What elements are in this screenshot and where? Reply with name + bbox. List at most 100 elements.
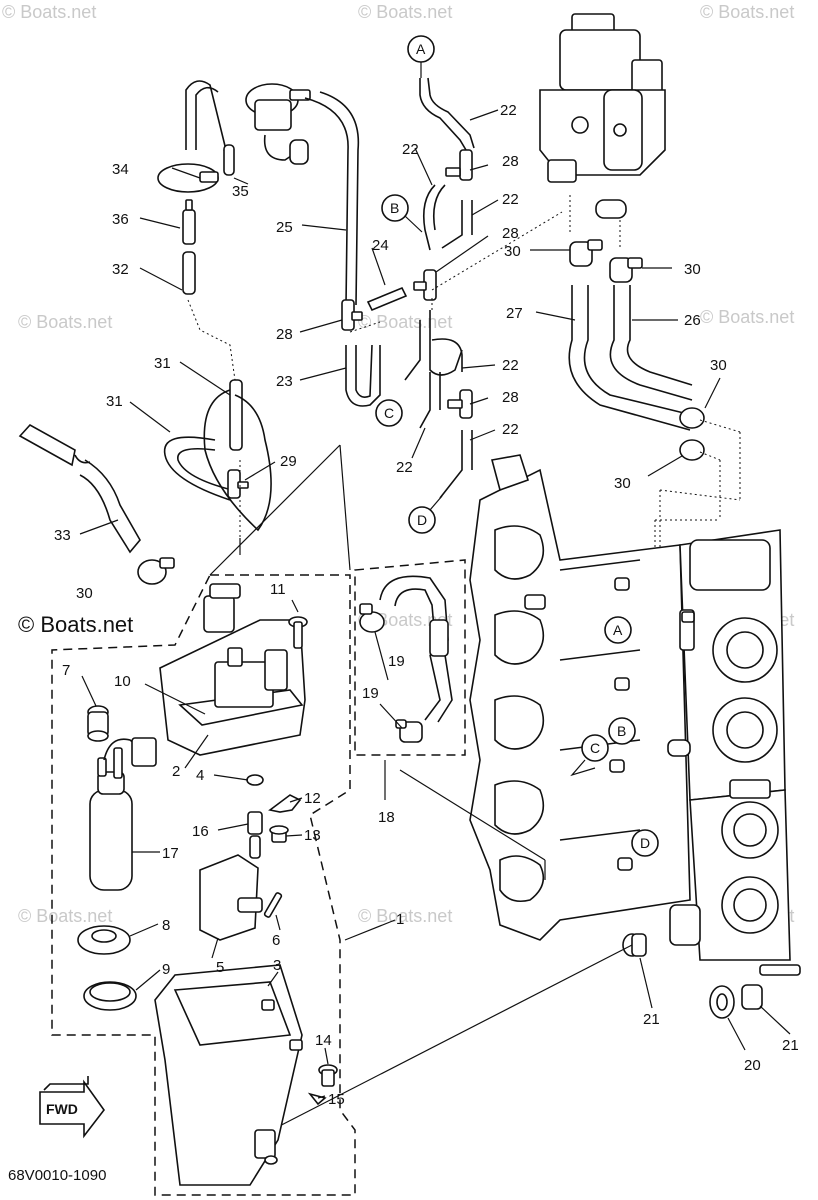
t-joint-28-left bbox=[341, 299, 363, 331]
callout-34: 34 bbox=[112, 161, 129, 178]
hose-26-27 bbox=[568, 285, 693, 431]
pin-6 bbox=[263, 892, 283, 918]
callout-32: 32 bbox=[112, 261, 129, 278]
watermark: © Boats.net bbox=[700, 2, 794, 22]
oring-15 bbox=[307, 1092, 327, 1106]
connector-d: D bbox=[640, 835, 650, 851]
t-joint-28-center bbox=[413, 269, 437, 301]
callout-17: 17 bbox=[162, 845, 179, 862]
callout-22: 22 bbox=[502, 191, 519, 208]
dashed-box-18 bbox=[354, 559, 466, 756]
hose-33 bbox=[18, 423, 141, 554]
seal-8 bbox=[77, 925, 131, 955]
watermark: © Boats.net bbox=[2, 2, 96, 22]
watermark: © Boats.net bbox=[358, 312, 452, 332]
hose-25-outer bbox=[319, 91, 360, 306]
hose-23 bbox=[345, 344, 381, 407]
callout-4: 4 bbox=[196, 767, 204, 784]
callout-22: 22 bbox=[396, 459, 413, 476]
clamp-19-upper bbox=[359, 603, 385, 633]
joint-16 bbox=[247, 811, 263, 859]
fitting-29 bbox=[227, 469, 249, 499]
leader-line bbox=[209, 444, 341, 576]
callout-21: 21 bbox=[643, 1011, 660, 1028]
callout-11: 11 bbox=[270, 581, 286, 598]
callout-6: 6 bbox=[272, 932, 280, 949]
callout-19: 19 bbox=[362, 685, 379, 702]
callout-25: 25 bbox=[276, 219, 293, 236]
callout-30: 30 bbox=[76, 585, 93, 602]
callout-30: 30 bbox=[684, 261, 701, 278]
clamp-30-pair bbox=[569, 239, 643, 283]
callout-16: 16 bbox=[192, 823, 209, 840]
callout-27: 27 bbox=[506, 305, 523, 322]
fitting-21-right bbox=[741, 964, 801, 1010]
manifold-fittings bbox=[609, 577, 695, 871]
callout-22: 22 bbox=[502, 357, 519, 374]
callout-28: 28 bbox=[502, 153, 519, 170]
fitting-21-left bbox=[622, 933, 647, 957]
callout-1: 1 bbox=[396, 911, 404, 928]
hose-31-loop bbox=[163, 389, 272, 532]
fuel-pump-17 bbox=[89, 737, 157, 891]
part-5 bbox=[199, 854, 263, 941]
joint-36 bbox=[182, 199, 196, 245]
callout-2: 2 bbox=[172, 763, 180, 780]
callout-22: 22 bbox=[500, 102, 517, 119]
connector-b: B bbox=[617, 723, 626, 739]
connector-c: C bbox=[590, 740, 600, 756]
callout-20: 20 bbox=[744, 1057, 761, 1074]
callout-31: 31 bbox=[106, 393, 123, 410]
clip-12 bbox=[268, 794, 302, 813]
callout-19: 19 bbox=[388, 653, 405, 670]
callout-7: 7 bbox=[62, 662, 70, 679]
callout-3: 3 bbox=[273, 957, 281, 974]
filter-case-3 bbox=[154, 964, 303, 1186]
fwd-label: FWD bbox=[46, 1101, 78, 1117]
hose-18-assembly bbox=[379, 575, 453, 723]
callout-30: 30 bbox=[614, 475, 631, 492]
callout-28: 28 bbox=[276, 326, 293, 343]
hose-25 bbox=[304, 97, 349, 306]
screw-11 bbox=[288, 616, 308, 649]
watermark: © Boats.net bbox=[358, 2, 452, 22]
throttle-body-lower bbox=[669, 779, 791, 961]
callout-24: 24 bbox=[372, 237, 389, 254]
callout-29: 29 bbox=[280, 453, 297, 470]
callout-8: 8 bbox=[162, 917, 170, 934]
callout-9: 9 bbox=[162, 961, 170, 978]
dotted-lead-32 bbox=[187, 299, 236, 381]
callout-labels: 34 35 36 32 31 31 33 30 29 25 24 28 2 3 2… bbox=[8, 102, 799, 1184]
hose-22-chain bbox=[404, 77, 475, 499]
connector-a: A bbox=[416, 41, 426, 57]
clamp-34 bbox=[157, 163, 219, 193]
connector-c: C bbox=[384, 405, 394, 421]
callout-15: 15 bbox=[328, 1091, 345, 1108]
callout-31: 31 bbox=[154, 355, 171, 372]
callout-18: 18 bbox=[378, 809, 395, 826]
leader-line bbox=[339, 444, 351, 571]
callout-36: 36 bbox=[112, 211, 129, 228]
connector-d: D bbox=[417, 512, 427, 528]
watermark: © Boats.net bbox=[18, 312, 112, 332]
fwd-arrow-icon: FWD bbox=[39, 1076, 105, 1139]
diagram-code: 68V0010-1090 bbox=[8, 1167, 106, 1184]
watermark: © Boats.net bbox=[358, 906, 452, 926]
connector-a: A bbox=[613, 622, 623, 638]
pressure-regulator bbox=[245, 83, 311, 165]
callout-35: 35 bbox=[232, 183, 249, 200]
callout-33: 33 bbox=[54, 527, 71, 544]
callout-26: 26 bbox=[684, 312, 701, 329]
hose-32 bbox=[182, 251, 196, 295]
connector-b: B bbox=[390, 200, 399, 216]
clamp-19-lower bbox=[395, 719, 423, 743]
clamp-30-left bbox=[137, 557, 175, 585]
connector-labels: A B C D A B C D bbox=[375, 35, 659, 857]
dotted-lead bbox=[431, 211, 563, 291]
callout-12: 12 bbox=[304, 790, 321, 807]
vapor-separator-assembly bbox=[539, 13, 666, 250]
dotted-lead bbox=[349, 321, 381, 333]
screw-14 bbox=[318, 1064, 338, 1087]
throttle-body-upper bbox=[679, 529, 786, 801]
